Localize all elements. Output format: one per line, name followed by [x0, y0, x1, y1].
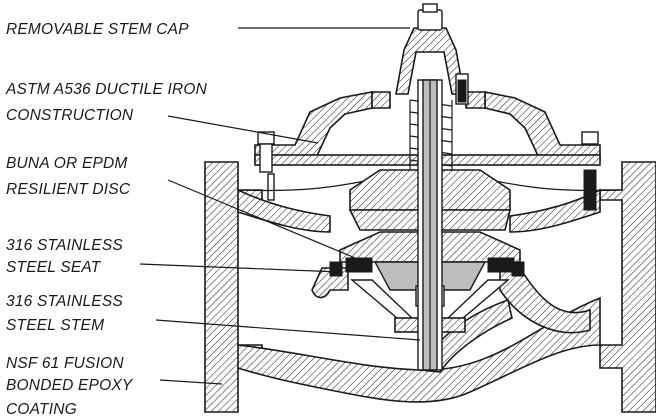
label-stem-cap: REMOVABLE STEM CAP [6, 21, 189, 38]
label-iron-line1: ASTM A536 DUCTILE IRON [5, 81, 208, 98]
label-seat-line1: 316 STAINLESS [6, 237, 123, 254]
label-stem-line2: STEEL STEM [6, 317, 104, 334]
label-epoxy-line1: NSF 61 FUSION [6, 355, 124, 372]
label-iron-line2: CONSTRUCTION [6, 107, 134, 124]
label-epoxy-line2: BONDED EPOXY [6, 377, 134, 394]
label-disc-line2: RESILIENT DISC [6, 181, 131, 198]
label-epoxy-line3: COATING [6, 401, 77, 417]
label-stem-line1: 316 STAINLESS [6, 293, 123, 310]
label-disc-line1: BUNA OR EPDM [6, 155, 128, 172]
callout-labels: REMOVABLE STEM CAP ASTM A536 DUCTILE IRO… [5, 21, 208, 417]
valve-stem [417, 79, 443, 371]
label-seat-line2: STEEL SEAT [6, 259, 102, 276]
leader-lines [139, 27, 421, 385]
valve-body [204, 161, 656, 413]
stem-cap-housing [395, 3, 465, 95]
